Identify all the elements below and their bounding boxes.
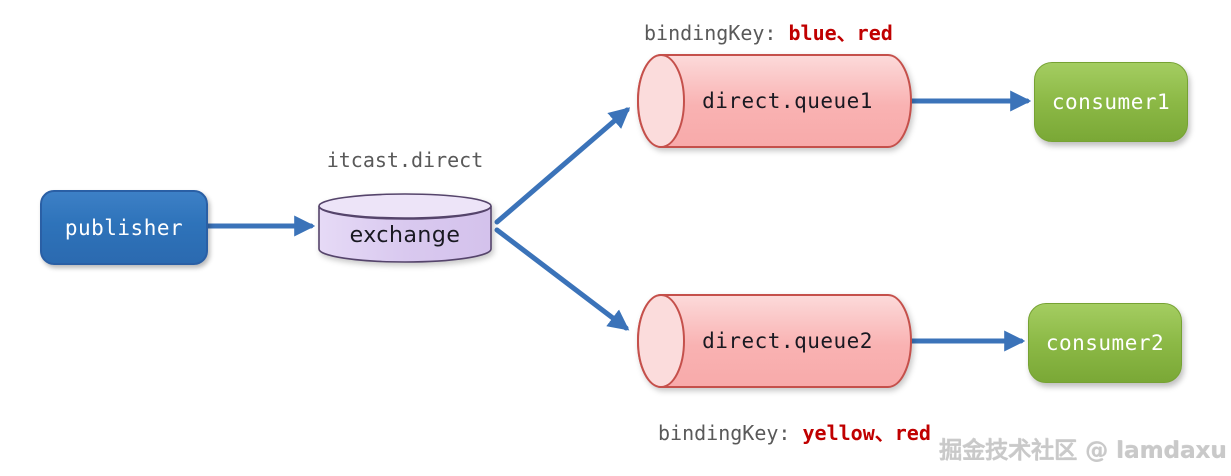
queue1-label: direct.queue1 (702, 89, 873, 113)
queue2-cylinder-face (637, 294, 685, 388)
exchange-name-label: itcast.direct (326, 148, 484, 172)
binding-key-label-queue1: bindingKey: blue、red (644, 17, 893, 46)
exchange-cylinder-body (318, 205, 492, 263)
consumer1-label: consumer1 (1051, 90, 1171, 114)
queue2-node: direct.queue2 (637, 294, 912, 388)
exchange-node: exchange (318, 193, 492, 263)
watermark-text: 掘金技术社区 @ lamdaxu (939, 438, 1227, 464)
binding-key-values: yellow、red (802, 421, 931, 445)
consumer1-node: consumer1 (1034, 62, 1188, 142)
queue1-node: direct.queue1 (637, 54, 912, 148)
exchange-label: exchange (349, 222, 461, 248)
publisher-node: publisher (40, 190, 208, 265)
publisher-label: publisher (64, 215, 184, 240)
consumer2-label: consumer2 (1045, 331, 1165, 355)
binding-key-values: blue、red (788, 21, 893, 45)
binding-key-prefix: bindingKey: (644, 21, 789, 45)
arrow-exchange-to-queue1 (494, 107, 631, 225)
queue2-label: direct.queue2 (702, 329, 873, 353)
arrow-exchange-to-queue2 (494, 227, 630, 331)
binding-key-label-queue2: bindingKey: yellow、red (658, 417, 931, 446)
queue1-cylinder-face (637, 54, 685, 148)
consumer2-node: consumer2 (1028, 303, 1182, 383)
exchange-cylinder-top (318, 193, 492, 219)
binding-key-prefix: bindingKey: (658, 421, 803, 445)
